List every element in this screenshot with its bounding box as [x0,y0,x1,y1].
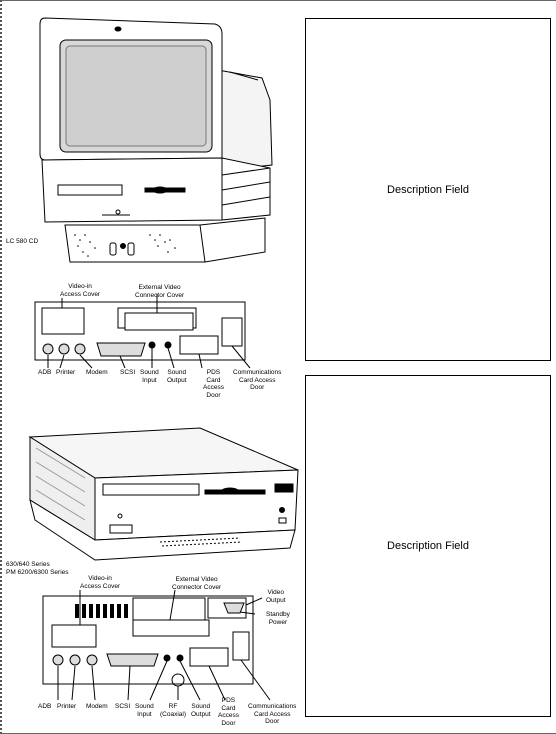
lc580-rear-panel [34,294,251,369]
performa630-pds-line3: Access [218,712,239,719]
performa630-sound-output-line1: Sound [191,703,211,710]
performa630-standby-label: Standby Power [266,611,290,626]
lc580-modem-label: Modem [86,369,108,376]
performa630-video-output-line2: Output [266,596,286,604]
description-field-bottom-label: Description Field [387,540,469,552]
performa630-video-in-line1: Video-in [88,575,112,582]
description-field-bottom[interactable]: Description Field [305,375,551,717]
performa630-video-output-label: Video Output [266,589,286,604]
performa630-computer-illustration [28,427,299,561]
lc580-ext-video-label-line2: Connector Cover [135,291,185,299]
lc580-model-name: LC 580 CD [6,238,39,245]
performa630-rf-line1: RF [168,703,178,710]
performa630-standby-line1: Standby [266,611,290,618]
lc580-comm-line2: Card Access [238,376,276,384]
performa630-modem-label: Modem [86,703,108,710]
lc580-pds-line1: PDS [206,369,221,376]
lc580-sound-input-label: Sound Input [140,369,159,384]
lc580-sound-input-line1: Sound [140,369,159,376]
lc580-comm-line3: Door [250,384,265,391]
performa630-model-name: 630/640 Series PM 6200/6300 Series [6,561,69,576]
performa630-rear-panel [42,589,271,701]
description-field-top-label: Description Field [387,183,469,196]
lc580-printer-label: Printer [56,369,76,376]
performa630-standby-line2: Power [268,618,288,626]
lc580-scsi-label: SCSI [120,369,136,376]
performa630-sound-output-line2: Output [191,710,211,718]
performa630-model-name-line2: PM 6200/6300 Series [6,568,69,576]
performa630-printer-label: Printer [57,703,77,710]
lc580-pds-line4: Door [206,391,221,399]
performa630-pds-line2: Card [221,704,236,712]
description-field-top[interactable]: Description Field [305,18,551,361]
lc580-ext-video-label: External Video Connector Cover [135,284,184,299]
performa630-comm-line2: Card Access [253,710,291,718]
lc580-comm-label: Communications Card Access Door [233,369,281,392]
lc580-adb-label: ADB [38,369,52,376]
performa630-comm-label: Communications Card Access Door [248,703,296,726]
lc580-sound-input-line2: Input [142,376,157,384]
lc580-sound-output-label: Sound Output [167,369,187,384]
performa630-ext-video-line2: Connector Cover [172,583,222,591]
performa630-pds-label: PDS Card Access Door [218,697,239,727]
performa630-video-output-line1: Video [267,589,285,596]
lc580-comm-line1: Communications [233,369,282,376]
performa630-ext-video-line1: External Video [175,576,218,583]
performa630-model-name-line1: 630/640 Series [6,561,50,568]
performa630-sound-input-line2: Input [137,710,152,718]
performa630-sound-input-label: Sound Input [135,703,154,718]
performa630-rf-line2: (Coaxial) [160,710,187,718]
performa630-video-in-line2: Access Cover [80,582,121,590]
performa630-sound-output-label: Sound Output [191,703,211,718]
lc580-video-in-label-line1: Video-in [68,283,92,290]
lc580-sound-output-line2: Output [167,376,187,384]
lc580-ext-video-label-line1: External Video [138,284,181,291]
lc580-pds-line3: Access [203,384,224,391]
performa630-pds-line1: PDS [221,697,236,704]
lc580-video-in-label: Video-in Access Cover [60,283,100,298]
lc580-sound-output-line1: Sound [167,369,187,376]
performa630-scsi-label: SCSI [115,703,131,710]
lc580-video-in-label-line2: Access Cover [60,290,101,298]
performa630-adb-label: ADB [38,703,52,710]
performa630-rf-label: RF (Coaxial) [160,703,186,718]
lc580-pds-label: PDS Card Access Door [203,369,224,399]
performa630-pds-line4: Door [221,719,236,727]
performa630-video-in-label: Video-in Access Cover [80,575,120,590]
performa630-ext-video-label: External Video Connector Cover [172,576,221,591]
performa630-sound-input-line1: Sound [135,703,154,710]
performa630-comm-line1: Communications [248,703,297,710]
lc580-computer-illustration [39,17,273,263]
lc580-pds-line2: Card [206,376,221,384]
performa630-comm-line3: Door [265,718,280,725]
